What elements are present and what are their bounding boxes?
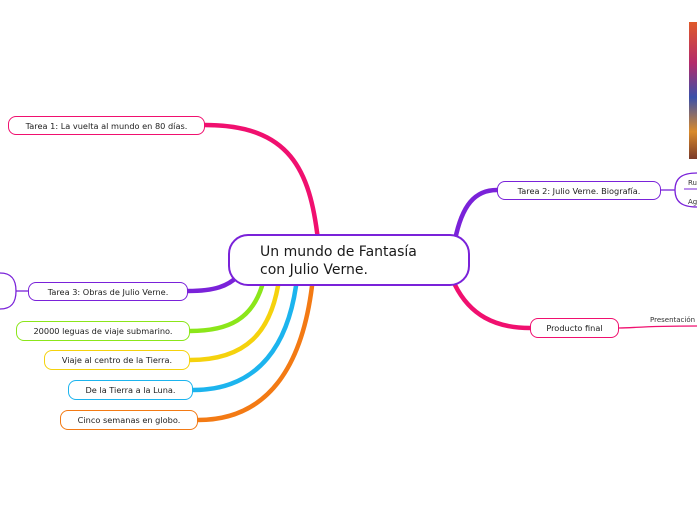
- connector-tarea2: [452, 187, 500, 243]
- topic-label: Tarea 1: La vuelta al mundo en 80 días.: [25, 120, 188, 131]
- topic-label: Tarea 3: Obras de Julio Verne.: [47, 286, 169, 297]
- topic-producto-final[interactable]: Producto final: [530, 318, 619, 338]
- topic-label: Producto final: [546, 323, 603, 333]
- connector-tarea1: [202, 122, 321, 243]
- connector-obra4: [195, 283, 315, 423]
- label-presentacion[interactable]: Presentación d: [650, 316, 697, 324]
- subtopic-ag[interactable]: Ag: [688, 198, 697, 206]
- topic-tarea3[interactable]: Tarea 3: Obras de Julio Verne.: [28, 282, 188, 301]
- connector-producto-right: [618, 325, 697, 329]
- topic-tarea2[interactable]: Tarea 2: Julio Verne. Biografía.: [497, 181, 661, 200]
- connector-tarea3-bracket: [0, 272, 17, 310]
- connector-ru: [674, 172, 697, 191]
- central-title-line2: con Julio Verne.: [260, 262, 368, 278]
- topic-obra-cinco-semanas[interactable]: Cinco semanas en globo.: [60, 410, 198, 430]
- subtopic-ru[interactable]: Ru: [688, 179, 697, 187]
- connector-tarea3: [185, 273, 241, 294]
- topic-label: Viaje al centro de la Tierra.: [61, 355, 173, 365]
- topic-obra-20000-leguas[interactable]: 20000 leguas de viaje submarino.: [16, 321, 190, 341]
- connector-obra3: [190, 283, 299, 393]
- connector-obra2: [187, 283, 281, 363]
- topic-label: Tarea 2: Julio Verne. Biografía.: [517, 185, 641, 196]
- central-title-line1: Un mundo de Fantasía: [260, 244, 417, 260]
- connector-obra1: [187, 283, 265, 334]
- central-topic[interactable]: Un mundo de Fantasía con Julio Verne.: [228, 234, 470, 286]
- topic-obra-viaje-centro[interactable]: Viaje al centro de la Tierra.: [44, 350, 190, 370]
- topic-label: 20000 leguas de viaje submarino.: [33, 326, 173, 336]
- topic-label: De la Tierra a la Luna.: [85, 385, 176, 395]
- connector-producto: [452, 282, 533, 331]
- connector-ag: [674, 189, 697, 208]
- topic-tarea1[interactable]: Tarea 1: La vuelta al mundo en 80 días.: [8, 116, 205, 135]
- topic-label: Cinco semanas en globo.: [77, 415, 181, 425]
- topic-obra-tierra-luna[interactable]: De la Tierra a la Luna.: [68, 380, 193, 400]
- photo-thumbnail-icon: [689, 22, 697, 159]
